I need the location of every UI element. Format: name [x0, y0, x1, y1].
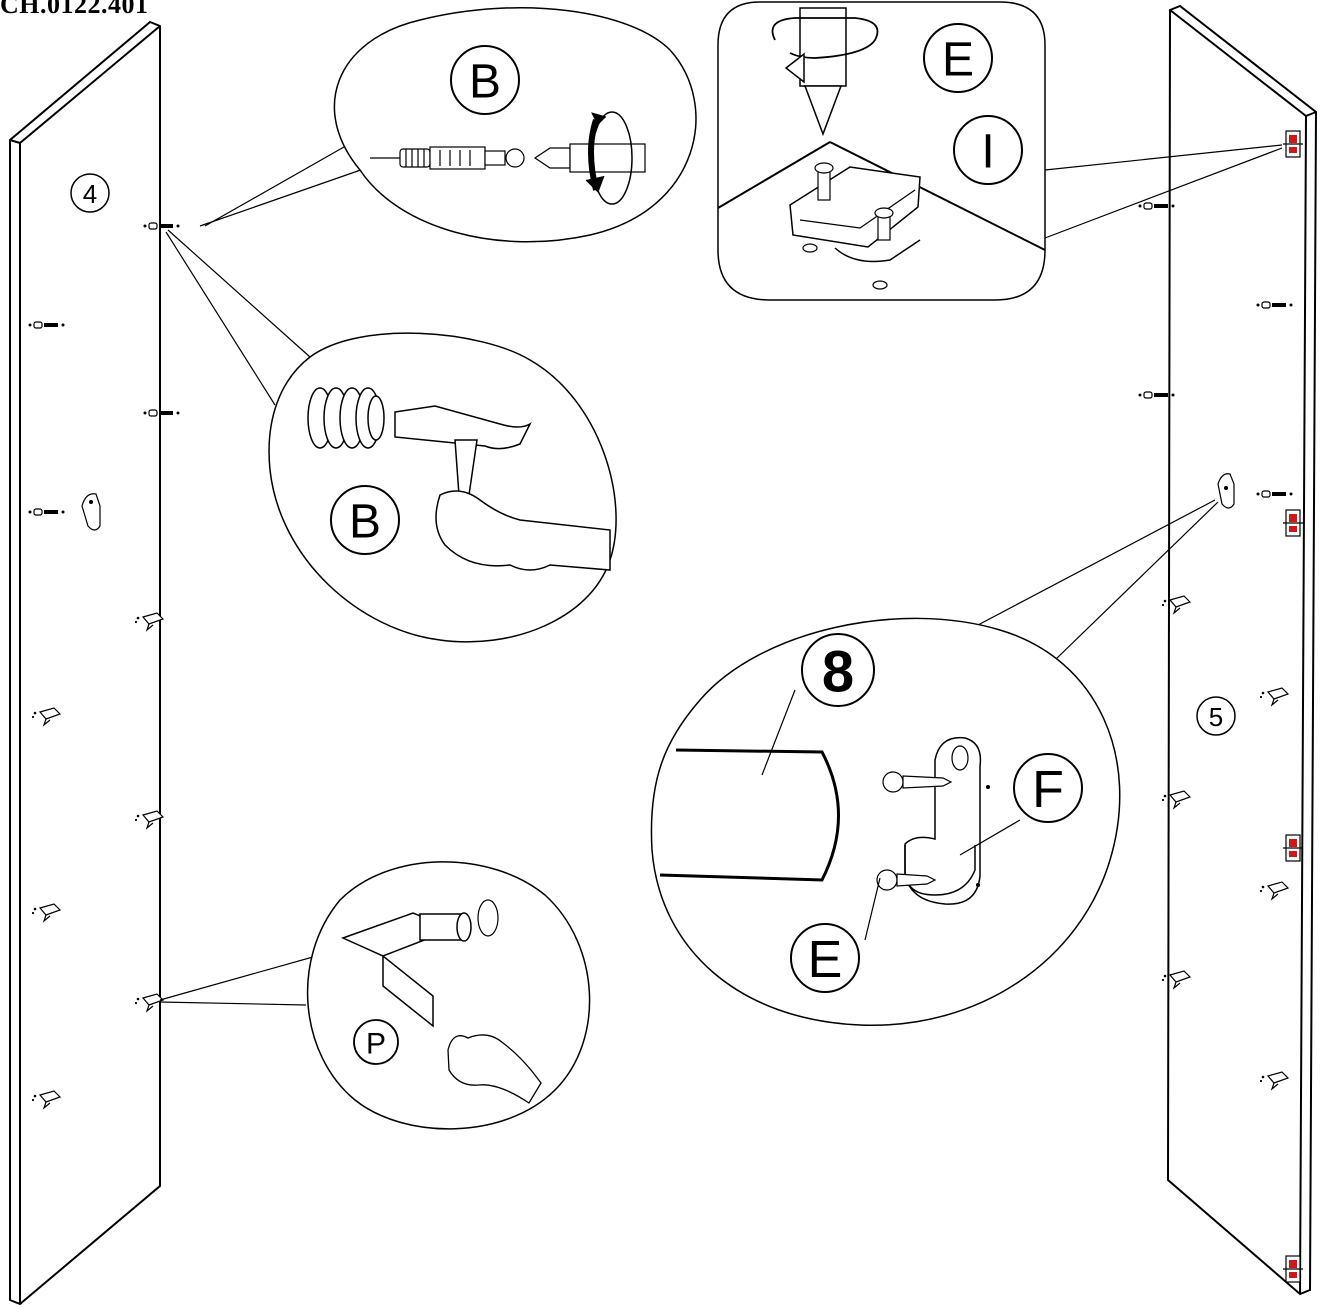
svg-text:P: P — [366, 1028, 386, 1061]
panel-number-5: 5 — [1196, 696, 1236, 736]
left-side-panel — [9, 20, 181, 1306]
svg-text:B: B — [349, 496, 381, 549]
rod-holder-small-left — [81, 493, 101, 531]
svg-text:8: 8 — [822, 640, 854, 705]
callout-minifix-hammer: B — [165, 229, 617, 643]
callout-rod-holder: 8 F E — [650, 499, 1219, 1026]
document-code: СН.0122.401 — [0, 0, 149, 19]
callout-shelf-support: P — [159, 861, 591, 1130]
svg-text:F: F — [1032, 761, 1064, 819]
rod-holder-small-right — [1217, 473, 1235, 509]
panel-number-4: 4 — [70, 173, 110, 213]
svg-text:E: E — [808, 931, 843, 989]
right-side-panel — [1137, 4, 1318, 1296]
svg-text:I: I — [981, 126, 994, 179]
callout-minifix-screw: B — [199, 7, 697, 243]
svg-text:4: 4 — [83, 179, 97, 209]
svg-text:E: E — [942, 34, 974, 87]
svg-text:B: B — [469, 56, 501, 109]
callout-hinge-mounting: E I — [717, 1, 1283, 301]
svg-text:5: 5 — [1209, 702, 1223, 732]
